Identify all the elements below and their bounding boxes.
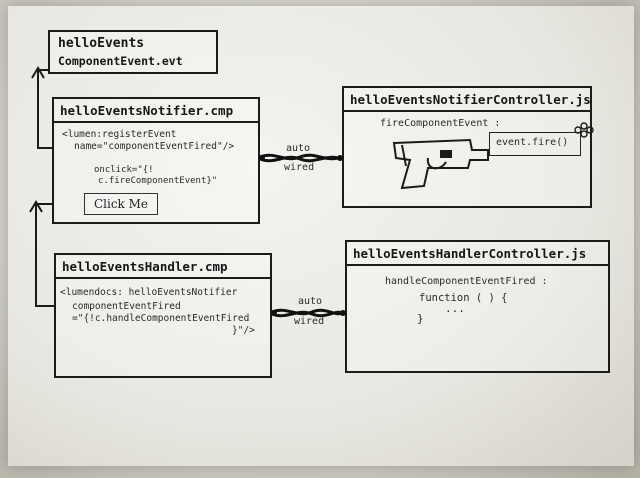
- connector-bottom-label-wired: wired: [294, 316, 325, 327]
- event-fire-callout: event.fire(): [489, 132, 581, 156]
- notifier-controller-title: helloEventsNotifierController.js: [344, 88, 590, 112]
- notifier-onclick-line1: onclick="{!: [94, 165, 154, 175]
- connector-top-dot-left: [259, 155, 265, 161]
- handler-ellipsis: ...: [445, 302, 465, 315]
- arrow-notifier-to-event: [31, 66, 52, 149]
- connector-bottom-dot-right: [340, 310, 346, 316]
- handler-markup-line2: componentEventFired: [72, 301, 181, 312]
- notifier-onclick-line2: c.fireComponentEvent}": [98, 176, 218, 186]
- handler-markup-line4: }"/>: [232, 325, 255, 336]
- notifier-register-line2: name="componentEventFired"/>: [74, 141, 235, 152]
- handler-component-box: helloEventsHandler.cmp <lumendocs: hello…: [54, 253, 272, 378]
- connector-top-label-auto: auto: [286, 143, 311, 154]
- notifier-controller-box: helloEventsNotifierController.js fireCom…: [342, 86, 592, 208]
- handler-controller-box: helloEventsHandlerController.js handleCo…: [345, 240, 610, 373]
- connector-bottom-label-auto: auto: [298, 296, 323, 307]
- connector-top-dot-right: [337, 155, 343, 161]
- notifier-component-box: helloEventsNotifier.cmp <lumen:registerE…: [52, 97, 260, 224]
- paper-sheet: [8, 6, 634, 466]
- handler-controller-title: helloEventsHandlerController.js: [347, 242, 608, 266]
- fire-component-event-label: fireComponentEvent :: [380, 118, 501, 129]
- event-definition-box: helloEvents ComponentEvent.evt: [48, 30, 218, 74]
- handle-event-label: handleComponentEventFired :: [385, 276, 548, 287]
- event-name-line2: ComponentEvent.evt: [58, 54, 183, 68]
- handler-markup-line1: <lumendocs: helloEventsNotifier: [60, 287, 238, 298]
- handler-function-line: function ( ) {: [419, 292, 508, 304]
- handler-component-title: helloEventsHandler.cmp: [56, 255, 270, 279]
- handler-closing-brace: }: [417, 312, 424, 325]
- connector-top-label-wired: wired: [284, 162, 315, 173]
- click-me-button[interactable]: Click Me: [84, 193, 158, 215]
- arrow-handler-to-notifier: [29, 200, 54, 307]
- connector-bottom-dot-left: [271, 310, 277, 316]
- connector-bottom-wire: [271, 308, 346, 318]
- event-fire-text: event.fire(): [496, 137, 569, 148]
- ray-gun-drawing: [392, 138, 489, 190]
- notifier-register-line1: <lumen:registerEvent: [62, 129, 177, 140]
- handler-markup-line3: ="{!c.handleComponentEventFired: [72, 313, 250, 324]
- connector-top-wire: [259, 153, 343, 163]
- sparkle-icon: [574, 122, 594, 138]
- event-name-line1: helloEvents: [58, 36, 145, 51]
- notifier-component-title: helloEventsNotifier.cmp: [54, 99, 258, 123]
